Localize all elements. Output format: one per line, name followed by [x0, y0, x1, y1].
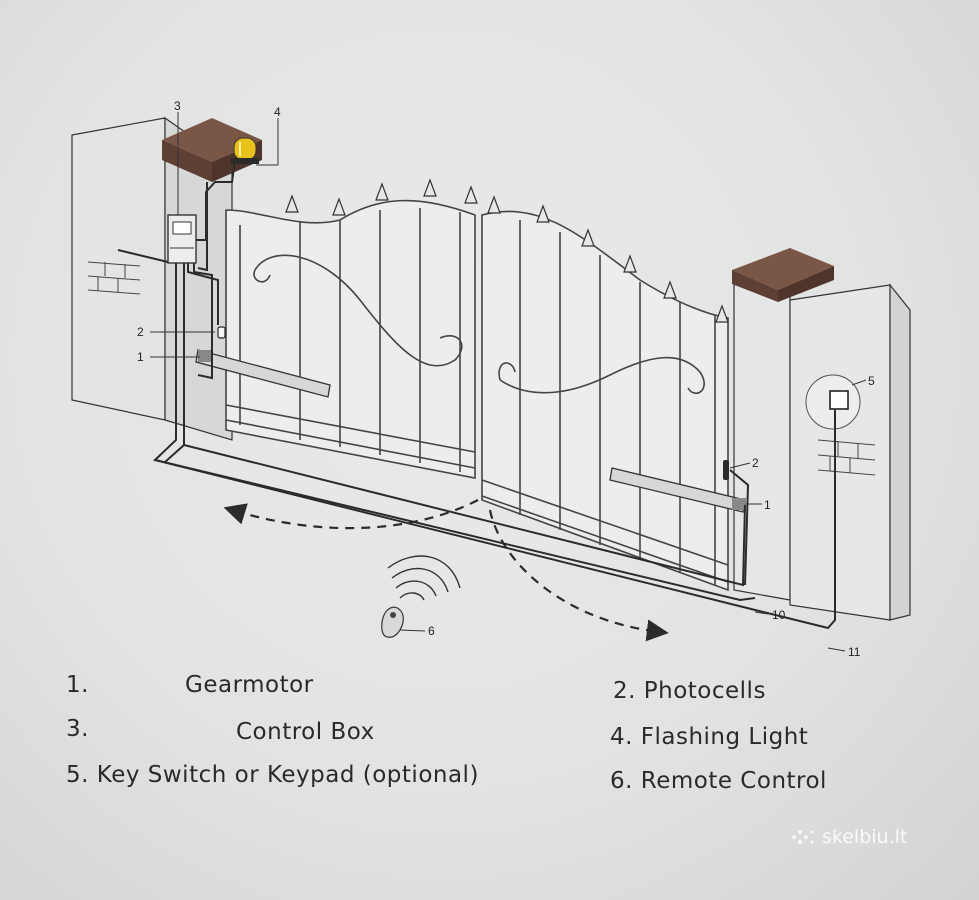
- legend-item-5: 5. Key Switch or Keypad (optional): [66, 762, 479, 788]
- photocell-right-icon: [723, 460, 729, 480]
- watermark: skelbiu.lt: [790, 826, 907, 848]
- photocell-left-icon: [217, 326, 226, 339]
- gearmotor-right-icon: [609, 467, 746, 513]
- callout-11: 11: [848, 645, 861, 659]
- key-switch-icon: [805, 374, 861, 430]
- right-pillar-cap: [732, 248, 834, 302]
- callout-leaders: [150, 112, 867, 652]
- legend-item-2: 2. Photocells: [613, 678, 766, 704]
- legend-item-1-label: Gearmotor: [185, 672, 314, 698]
- remote-control-icon: [381, 555, 461, 638]
- watermark-dots-icon: [792, 830, 814, 844]
- wiring: [117, 159, 836, 630]
- callout-3: 3: [174, 99, 181, 113]
- flashing-light-icon: [231, 137, 259, 164]
- signal-waves: [387, 555, 461, 601]
- legend-item-3-number: 3.: [66, 716, 89, 742]
- gate-left-spikes: [285, 178, 478, 216]
- callout-numbers: 3 4 2 1 2 1 5 6 10 11: [137, 99, 875, 659]
- gate-left-leaf: [225, 199, 476, 479]
- swing-arrows: [223, 499, 669, 642]
- gate-right-spikes: [487, 195, 729, 323]
- legend-item-4: 4. Flashing Light: [610, 724, 809, 750]
- left-brick-pattern: [87, 261, 141, 295]
- callout-1-left: 1: [137, 350, 144, 364]
- control-box-icon: [167, 214, 197, 264]
- legend-item-3-label: Control Box: [236, 719, 375, 745]
- right-brick-pattern: [817, 439, 876, 476]
- callout-4: 4: [274, 105, 281, 119]
- callout-1-right: 1: [764, 498, 771, 512]
- callout-2-right: 2: [752, 456, 759, 470]
- gate-right-leaf: [481, 210, 729, 592]
- watermark-text: skelbiu.lt: [822, 826, 908, 848]
- gearmotor-left-icon: [195, 349, 331, 398]
- callout-2-left: 2: [137, 325, 144, 339]
- legend-item-1-number: 1.: [66, 672, 89, 698]
- right-pillar: [733, 267, 911, 621]
- legend-item-6: 6. Remote Control: [610, 768, 827, 794]
- callout-5: 5: [868, 374, 875, 388]
- left-pillar: [71, 116, 233, 441]
- callout-10: 10: [772, 608, 786, 622]
- callout-6: 6: [428, 624, 435, 638]
